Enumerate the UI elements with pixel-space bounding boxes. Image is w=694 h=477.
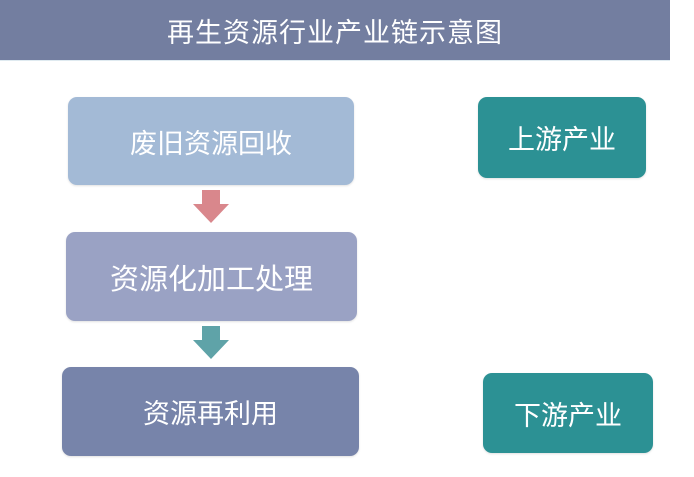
upstream-label: 上游产业 — [508, 125, 616, 156]
upstream-industry-box: 上游产业 — [478, 97, 646, 178]
diagram-title: 再生资源行业产业链示意图 — [167, 17, 503, 49]
step-resource-reuse: 资源再利用 — [62, 367, 359, 456]
step-label: 废旧资源回收 — [130, 128, 292, 160]
step-label: 资源化加工处理 — [109, 261, 313, 296]
step-label: 资源再利用 — [143, 399, 278, 430]
step-resource-processing: 资源化加工处理 — [66, 232, 357, 321]
downstream-industry-box: 下游产业 — [483, 373, 653, 453]
diagram-header: 再生资源行业产业链示意图 — [0, 0, 670, 61]
downstream-label: 下游产业 — [514, 400, 622, 432]
step-waste-recycling: 废旧资源回收 — [68, 97, 354, 185]
arrow-down-icon — [193, 326, 229, 359]
arrow-down-icon — [193, 190, 229, 223]
